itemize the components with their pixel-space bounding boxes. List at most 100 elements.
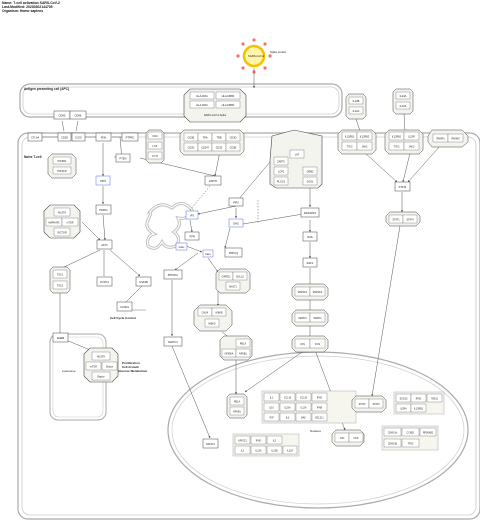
gene-label: STAT3 bbox=[359, 403, 367, 406]
nfatc1-nuclear-node[interactable]: NFATC1 bbox=[202, 438, 219, 449]
gene-label: IL12RB2 bbox=[360, 136, 370, 139]
ptprc-node[interactable]: PTPRC bbox=[121, 132, 139, 142]
gene-label: MAPK3 bbox=[298, 317, 307, 320]
tsc-complex[interactable]: TSC1 TSC2 bbox=[49, 266, 71, 294]
gene-label: CCND1 bbox=[120, 305, 129, 309]
gene-label: FYN bbox=[152, 154, 157, 158]
zap70-node[interactable]: ZAP70 bbox=[204, 175, 222, 186]
hla-complex[interactable]: HLA-DRA HLA-DRB1 HLA-DRA HLA-DRB1 SARS-C… bbox=[183, 88, 247, 123]
rheb-node[interactable]: RHEB bbox=[52, 332, 69, 343]
gene-label: NFATC1 bbox=[206, 443, 216, 446]
gsk3b-node[interactable]: GSK3B bbox=[135, 276, 152, 287]
gene-label: TNF bbox=[269, 418, 274, 420]
cd4-complex[interactable]: CD4 LCK FYN bbox=[145, 129, 165, 164]
pi3k-node[interactable]: PI3K bbox=[95, 132, 112, 142]
nfatc1-cyto-node[interactable]: NFATC1 bbox=[163, 336, 183, 347]
il12r-complex[interactable]: IL12RB1 IL12RB2 TYK2 JAK2 bbox=[337, 129, 377, 155]
ctla4-node[interactable]: CTLA4 bbox=[27, 132, 43, 142]
gene-label: TYK2 bbox=[394, 146, 401, 149]
il12-box[interactable]: IL12B IL12A bbox=[345, 93, 367, 120]
gene-label: GSK3B bbox=[139, 280, 148, 284]
ap1-complex[interactable]: JUN FOS bbox=[291, 335, 329, 353]
gene-label: PTEN bbox=[120, 157, 127, 161]
nfkb-nuclear-complex[interactable]: RELA NFKB1 bbox=[226, 393, 248, 419]
gene-label: TSC2 bbox=[57, 285, 64, 288]
gene-label: Raptor bbox=[97, 376, 104, 379]
gene-label: MALT1 bbox=[229, 286, 237, 289]
pdpk1-node[interactable]: PDPK1 bbox=[95, 204, 112, 215]
gene-label: LCP2 bbox=[278, 171, 285, 174]
gene-label: IL2 bbox=[273, 441, 277, 443]
gene-label: CCND1 bbox=[407, 433, 416, 435]
gene-label: PIK3CD bbox=[57, 169, 66, 173]
mapk-complex[interactable]: MAPK3 MAPK1 bbox=[291, 309, 329, 327]
map2k-complex[interactable]: MAP2K1 MAP2K2 bbox=[291, 283, 329, 301]
gene-label: NFKB1 bbox=[239, 353, 247, 356]
gene-label: IFNG bbox=[256, 441, 262, 443]
gene-label: RAS bbox=[307, 235, 313, 239]
rasgrp1-node[interactable]: RASGRP1 bbox=[300, 207, 320, 218]
icos-node[interactable]: ICOS bbox=[71, 132, 86, 142]
stat-target-genes[interactable]: SOCS3 IFNG TBX21 IL2RA IL12RB2 bbox=[393, 391, 445, 415]
gene-label: HLA-DRB1 bbox=[222, 94, 235, 98]
ap1-target-genes[interactable]: CDKN1A CCND1 RPS6KB1 CDKN1B TP53 bbox=[381, 425, 439, 451]
gene-label: IL12B bbox=[271, 451, 277, 453]
gene-label: CDKN1A bbox=[388, 432, 398, 435]
tcell-compartment bbox=[17, 132, 480, 520]
gene-label: CD4 bbox=[152, 134, 158, 138]
calcium-node[interactable]: Ca2+ bbox=[175, 242, 188, 251]
cd28-node[interactable]: CD28 bbox=[57, 132, 72, 142]
raf1-node[interactable]: RAF1 bbox=[302, 257, 318, 268]
itpr-node[interactable]: ITPR bbox=[184, 231, 200, 241]
stat4-node[interactable]: STAT4 bbox=[394, 181, 411, 192]
ip3-node[interactable]: IP3 bbox=[185, 210, 199, 220]
ccnd1-node[interactable]: CCND1 bbox=[116, 301, 133, 312]
cbm-complex[interactable]: CARD11 BCL10 MALT1 bbox=[215, 268, 251, 294]
nfkb-target-genes[interactable]: IL1 CCL19 CCL20 IFNG IL10 IL23A IL12A IF… bbox=[261, 390, 357, 424]
pip3-node[interactable]: PIP3 bbox=[95, 175, 111, 186]
hla-note: SARS-CoV-2 Spike bbox=[204, 113, 227, 117]
metabolite-label: Ca2+ bbox=[205, 253, 211, 256]
lat-complex[interactable]: LAT ZAP70 LCP2 GRB2 PLCG1 SOS1 bbox=[269, 129, 323, 189]
gene-label: IL23R bbox=[408, 136, 415, 139]
pi3k-complex[interactable]: PIK3R1 PIK3CD bbox=[47, 153, 77, 179]
gene-label: NFKB1 bbox=[233, 411, 241, 414]
nfat-target-genes[interactable]: NFATC1 IFNG IL2 IL2 IL12A IL12B IL12A bbox=[232, 433, 300, 457]
nfkb-ikb-complex[interactable]: RELA NFKBIA NFKB1 bbox=[219, 335, 253, 361]
ifnar-complex[interactable]: IFNAR1 IFNAR2 bbox=[427, 129, 469, 148]
il23r-complex[interactable]: IL12RB1 IL23R TYK2 JAK2 bbox=[384, 129, 424, 155]
ap1-nuclear-complex[interactable]: JUN FOS bbox=[331, 429, 365, 447]
gene-label: IFNB bbox=[317, 408, 323, 410]
ppp3cc-node[interactable]: PPP3CC bbox=[163, 269, 183, 280]
cd80-node[interactable]: CD80 bbox=[53, 110, 71, 120]
gene-label: CD80 bbox=[59, 114, 66, 118]
gene-label: IL2 bbox=[241, 451, 245, 453]
metabolite-label: IP3 bbox=[190, 214, 194, 218]
il23-box[interactable]: IL23A IL12A bbox=[392, 88, 414, 115]
dag-node[interactable]: DAG bbox=[228, 218, 244, 228]
sars-cov-2-virus[interactable]: SARS-CoV-2 bbox=[236, 38, 272, 74]
prkcq-node[interactable]: PRKCQ bbox=[224, 247, 243, 258]
pip2-node[interactable]: PIP2 bbox=[228, 197, 244, 207]
mtorc2-complex[interactable]: MLST8 MAPKAP1 mTOR RICTOR bbox=[43, 204, 81, 239]
gene-label: TBX21 bbox=[431, 399, 439, 401]
tcr-complex[interactable]: CD3E TRA TRB CD3D CD3G CD247 CD3Z CD3E bbox=[179, 129, 245, 156]
ras-node[interactable]: RAS bbox=[302, 231, 318, 242]
ikk-complex[interactable]: CHUK IKBKB IKBKG bbox=[193, 304, 233, 332]
mtorc1-complex[interactable]: MLST8 mTOR Deptor Raptor bbox=[83, 347, 119, 383]
gene-label: IL12RB1 bbox=[392, 136, 402, 139]
glucose-metabolism-label: Glucose Metabolism bbox=[118, 369, 148, 373]
gene-label: BAK bbox=[301, 417, 306, 420]
gene-label: MAP2K2 bbox=[313, 291, 323, 294]
pten-node[interactable]: PTEN bbox=[115, 153, 131, 163]
foxo-node[interactable]: FOXO1 bbox=[96, 276, 113, 287]
stat-dimer[interactable]: STAT1 STAT4 bbox=[385, 211, 421, 227]
gene-label: CD3E bbox=[188, 137, 195, 140]
er-shape bbox=[145, 202, 194, 250]
cd86-node[interactable]: CD86 bbox=[69, 110, 87, 120]
akt-node[interactable]: AKT1 bbox=[96, 239, 113, 250]
gene-label: IFNAR1 bbox=[436, 138, 445, 141]
stat-nuclear-complex[interactable]: STAT3 STAT4 bbox=[351, 395, 387, 413]
ca2-node[interactable]: Ca2+ bbox=[202, 249, 214, 258]
gene-label: CD28 bbox=[61, 136, 68, 140]
